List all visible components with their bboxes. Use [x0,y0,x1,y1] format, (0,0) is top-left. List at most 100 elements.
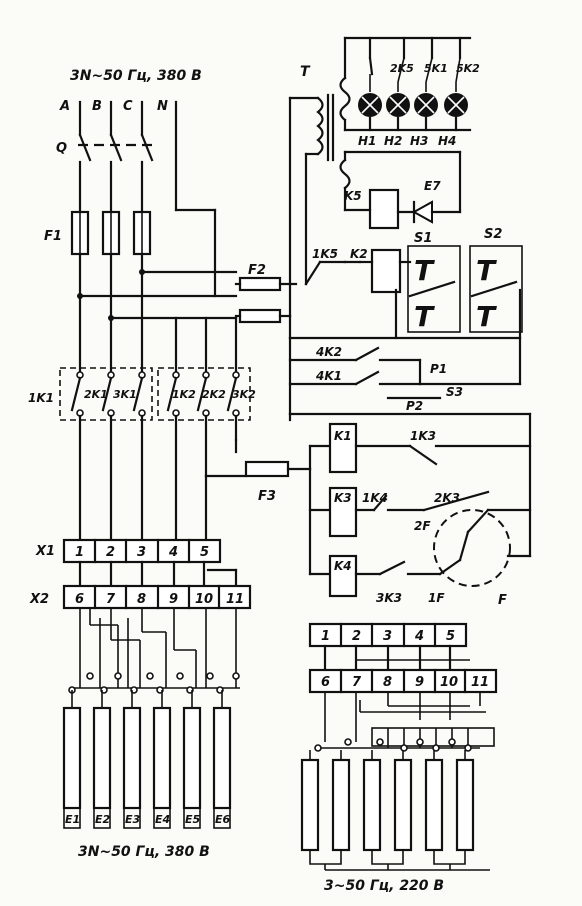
relay-k2-circuit [288,248,522,340]
contact-2f-label: 2F [414,519,431,533]
lamp-h3-label: H3 [410,134,428,148]
contact-2k1-label: 2K1 [84,388,108,401]
fuse-f2-label: F2 [248,263,266,278]
phase-label-b: B [92,99,102,114]
heaters-right [300,750,490,871]
relay-k3-label: K3 [334,491,352,505]
heater-e4-label: E4 [155,813,170,826]
contact-2k2-label: 2K2 [202,388,226,401]
contact-3k1-label: 3K1 [113,388,137,401]
right-term-1: 1 [321,629,330,644]
right-term-6: 6 [321,675,330,690]
switch-s1-label: S1 [414,231,432,246]
right-term-4: 4 [414,629,424,644]
switch-s1-icon: T T [407,245,461,333]
fuse-f3-label: F3 [258,489,276,504]
supply-label-bottom-right: 3~50 Гц, 220 В [324,878,444,894]
terminal-block-right-2 [308,668,498,694]
x2-term-8: 8 [137,592,146,607]
lamp-h1-label: H1 [358,134,376,148]
x1-term-3: 3 [137,545,146,560]
fuses-f1 [70,210,152,256]
switch-s2-label: S2 [484,227,502,242]
contact-1k5-label: 1K5 [312,247,338,261]
relay-k5-circuit [343,150,462,230]
svg-text:T: T [476,300,497,333]
transformer-t-label: T [300,64,311,80]
right-term-2: 2 [352,629,361,644]
right-term-10: 10 [440,675,458,690]
right-links [323,644,470,672]
fuse-f1-label: F1 [44,229,62,244]
heater-e6-label: E6 [215,813,231,826]
contact-5k1-label: 5K1 [424,62,448,75]
lamp-h3-icon [414,93,438,117]
phase-label-n: N [157,99,168,114]
lamp-h2-label: H2 [384,134,402,148]
lamp-h4-label: H4 [438,134,456,148]
terminal-block-right-1 [308,622,468,648]
contact-1k3-label: 1K3 [410,429,436,443]
contact-1k2-label: 1K2 [172,388,196,401]
fuse-f3 [244,460,312,478]
x2-term-6: 6 [75,592,84,607]
fuses-f2 [234,276,298,324]
switch-p1-label: P1 [430,362,447,376]
heater-e2-label: E2 [95,813,111,826]
heater-e1-label: E1 [65,813,80,826]
lamp-h1-icon [358,93,382,117]
thermostat-f-label: F [498,593,507,608]
svg-text:T: T [414,254,435,287]
switch-s2-icon: T T [469,245,523,333]
heater-wiring-left [68,608,240,694]
relay-group-k1-k3-k4 [308,422,532,598]
supply-label-top: 3N~50 Гц, 380 В [70,68,202,84]
x2-term-9: 9 [169,592,178,607]
x1-term-4: 4 [168,545,178,560]
right-term-11: 11 [471,675,489,690]
contact-4k1-label: 4K1 [315,369,342,383]
contact-5k2-label: 5K2 [456,62,480,75]
x2-term-10: 10 [195,592,213,607]
right-term-5: 5 [446,629,455,644]
cross-links [234,412,292,454]
relay-k1-label: K1 [334,429,352,443]
relay-k2-label: K2 [350,247,368,261]
right-term-8: 8 [383,675,392,690]
transformer-t [288,76,351,318]
switch-p2-label: P2 [406,399,423,413]
x1-term-2: 2 [106,545,115,560]
right-term-7: 7 [352,675,362,690]
phase-label-c: C [123,99,133,114]
lamp-h4-icon [444,93,468,117]
svg-text:T: T [476,254,497,287]
switch-q-label: Q [56,141,67,156]
contact-2k5-label: 2K5 [390,62,414,75]
terminal-block-x2 [62,584,252,610]
relay-k5-label: K5 [344,189,362,203]
x1-term-5: 5 [200,545,209,560]
svg-text:T: T [414,300,435,333]
contact-1k1-label: 1K1 [28,391,54,405]
lamps-h [358,93,468,117]
phase-lines [78,100,178,212]
lines-to-x1 [78,414,248,542]
main-lines [77,208,238,374]
x1-x2-links [78,560,238,588]
switch-s3-label: S3 [446,385,463,399]
supply-label-bottom-left: 3N~50 Гц, 380 В [78,844,210,860]
right-term-3: 3 [383,629,392,644]
terminal-x2-label: X2 [29,592,49,607]
contact-2k3-label: 2K3 [434,491,460,505]
x1-term-1: 1 [75,545,84,560]
relay-k4-label: K4 [334,559,352,573]
phase-label-a: A [59,99,70,114]
contacts-4k-circuit [288,336,532,558]
heater-e3-label: E3 [125,813,141,826]
right-term-9: 9 [415,675,424,690]
contact-3k2-label: 3K2 [232,388,256,401]
heaters-left [62,690,232,829]
contact-1f-label: 1F [428,591,445,605]
diode-e7-label: E7 [424,179,441,193]
